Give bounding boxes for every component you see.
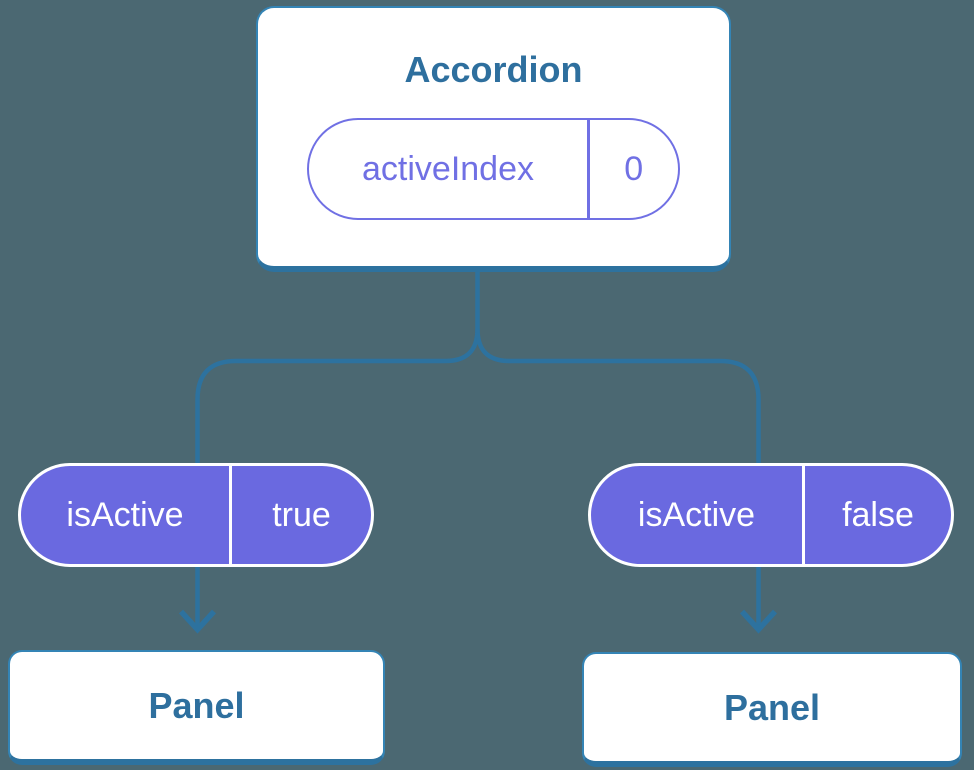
- state-pill-name: activeIndex: [362, 149, 534, 188]
- panel-title: Panel: [723, 686, 821, 728]
- down-arrow-icon: [739, 609, 778, 634]
- prop-pill-right: isActive false: [588, 463, 954, 567]
- panel-title: Panel: [148, 684, 245, 726]
- prop-pill-divider: [229, 466, 232, 564]
- panel-box-left: Panel: [8, 650, 385, 765]
- connector-branch-left: [195, 268, 480, 626]
- connector-branch-right: [475, 328, 761, 626]
- state-pill-divider: [587, 120, 590, 218]
- prop-pill-divider: [802, 466, 805, 564]
- prop-pill-value: true: [272, 495, 331, 534]
- panel-box-right: Panel: [582, 652, 962, 767]
- component-title: Accordion: [404, 49, 583, 90]
- prop-pill-value: false: [842, 495, 914, 534]
- prop-pill-name: isActive: [66, 495, 184, 534]
- state-pill: activeIndex 0: [307, 118, 680, 220]
- prop-pill-name: isActive: [637, 495, 756, 534]
- accordion-component-box: Accordion activeIndex 0: [256, 6, 731, 272]
- state-pill-value: 0: [624, 149, 644, 188]
- prop-pill-left: isActive true: [18, 463, 374, 567]
- down-arrow-icon: [178, 609, 217, 634]
